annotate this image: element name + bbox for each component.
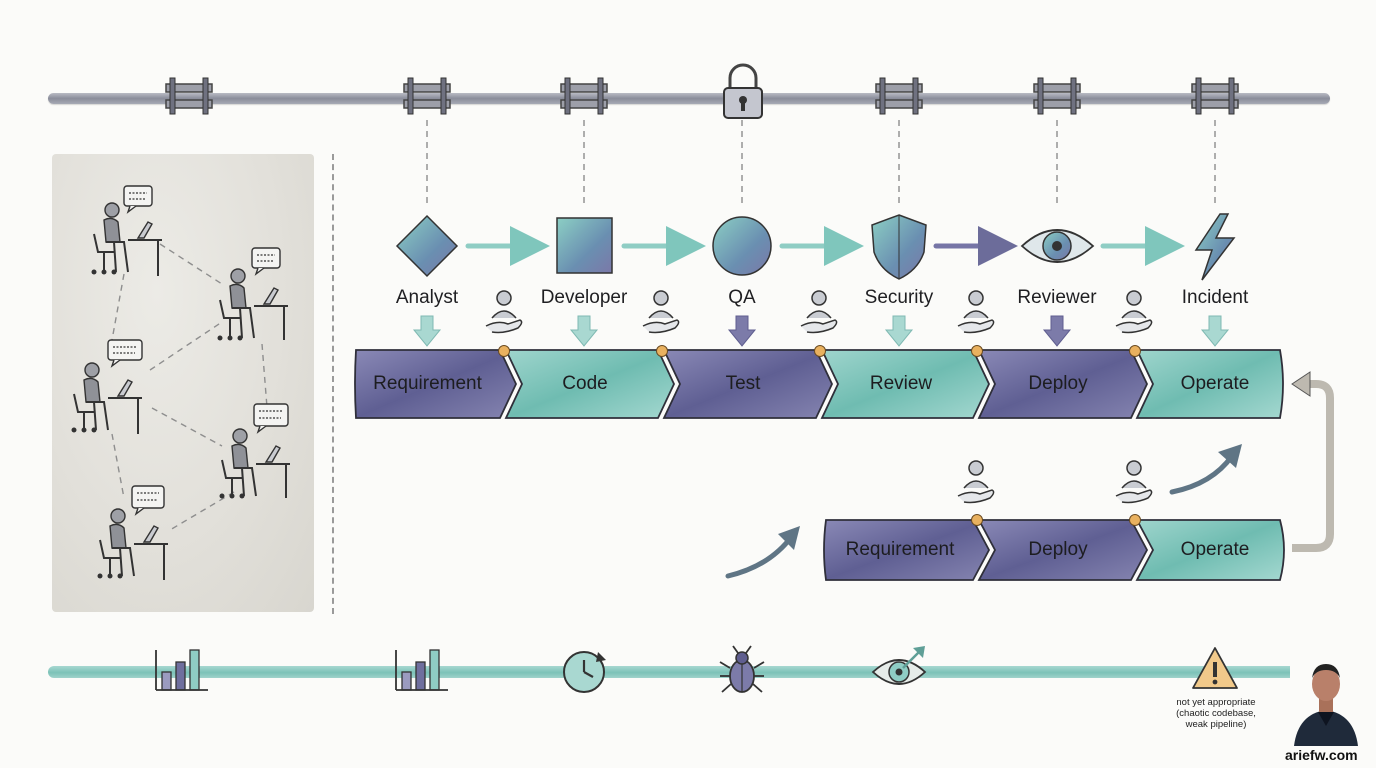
stage-operate-shape bbox=[1135, 349, 1284, 419]
role-label-qa: QA bbox=[728, 287, 756, 308]
target-eye-icon bbox=[871, 646, 927, 685]
short-stage-deploy: Deploy bbox=[1028, 539, 1088, 560]
role-label-reviewer: Reviewer bbox=[1017, 287, 1097, 308]
gate-icon bbox=[1191, 77, 1239, 115]
lock-icon bbox=[723, 63, 763, 119]
handoff-dots bbox=[498, 345, 1141, 357]
eye-icon bbox=[1020, 229, 1095, 263]
clock-refresh-icon bbox=[563, 651, 606, 693]
handoff-person-icon bbox=[957, 290, 995, 334]
team-member-at-desk bbox=[217, 247, 288, 341]
stage-test: Test bbox=[725, 373, 761, 394]
shield-icon bbox=[871, 214, 927, 280]
pipeline-main bbox=[354, 345, 1284, 419]
warning-note-line3: weak pipeline) bbox=[1185, 719, 1247, 730]
short-stage-operate: Operate bbox=[1180, 539, 1250, 560]
warning-note-line2: (chaotic codebase, bbox=[1176, 708, 1256, 719]
diamond-icon bbox=[395, 214, 459, 278]
section-divider bbox=[332, 154, 334, 614]
gate-drop-lines bbox=[426, 120, 1216, 206]
team-member-at-desk bbox=[219, 403, 290, 499]
short-stage-requirement-shape bbox=[823, 519, 991, 581]
avatar bbox=[1290, 660, 1362, 746]
stage-requirement: Requirement bbox=[373, 373, 482, 394]
bar-chart-icon bbox=[395, 649, 448, 691]
role-label-analyst: Analyst bbox=[395, 287, 459, 308]
warning-note: not yet appropriate (chaotic codebase, w… bbox=[1156, 697, 1276, 730]
handoff-person-icon bbox=[485, 290, 523, 334]
short-stage-requirement: Requirement bbox=[845, 539, 955, 560]
pipeline-short bbox=[823, 514, 1285, 581]
handoff-person-icon bbox=[1115, 460, 1153, 504]
handoff-person-icon bbox=[1115, 290, 1153, 334]
gate-icon bbox=[165, 77, 213, 115]
gate-icon bbox=[403, 77, 451, 115]
role-down-arrows bbox=[412, 315, 1230, 347]
gate-icon bbox=[560, 77, 608, 115]
team-member-at-desk bbox=[71, 339, 143, 434]
warning-icon bbox=[1192, 647, 1238, 689]
lightning-icon bbox=[1194, 213, 1236, 281]
role-label-incident: Incident bbox=[1181, 287, 1249, 308]
stage-review: Review bbox=[869, 373, 933, 394]
circle-icon bbox=[712, 216, 772, 276]
stage-deploy: Deploy bbox=[1028, 373, 1088, 394]
brand-text: ariefw.com bbox=[1285, 747, 1358, 763]
stage-requirement-shape bbox=[354, 349, 517, 419]
gate-rail bbox=[48, 93, 1330, 104]
handoff-person-icon bbox=[642, 290, 680, 334]
team-member-at-desk bbox=[97, 485, 168, 580]
bar-chart-icon bbox=[155, 649, 208, 691]
gate-icon bbox=[875, 77, 923, 115]
bug-icon bbox=[719, 645, 765, 693]
handoff-person-icon bbox=[800, 290, 838, 334]
stage-code: Code bbox=[562, 373, 608, 394]
stage-operate: Operate bbox=[1180, 373, 1250, 394]
return-loop-arrow bbox=[1291, 371, 1334, 552]
role-label-developer: Developer bbox=[540, 287, 628, 308]
curved-up-arrow bbox=[1169, 444, 1242, 495]
gate-icon bbox=[1033, 77, 1081, 115]
square-icon bbox=[556, 217, 613, 274]
team-network-lines bbox=[111, 243, 269, 531]
warning-note-line1: not yet appropriate bbox=[1176, 697, 1256, 708]
short-stage-operate-shape bbox=[1135, 519, 1285, 581]
curved-up-arrow bbox=[725, 526, 800, 579]
role-label-security: Security bbox=[864, 287, 934, 308]
handoff-person-icon bbox=[957, 460, 995, 504]
team-member-at-desk bbox=[91, 185, 162, 276]
